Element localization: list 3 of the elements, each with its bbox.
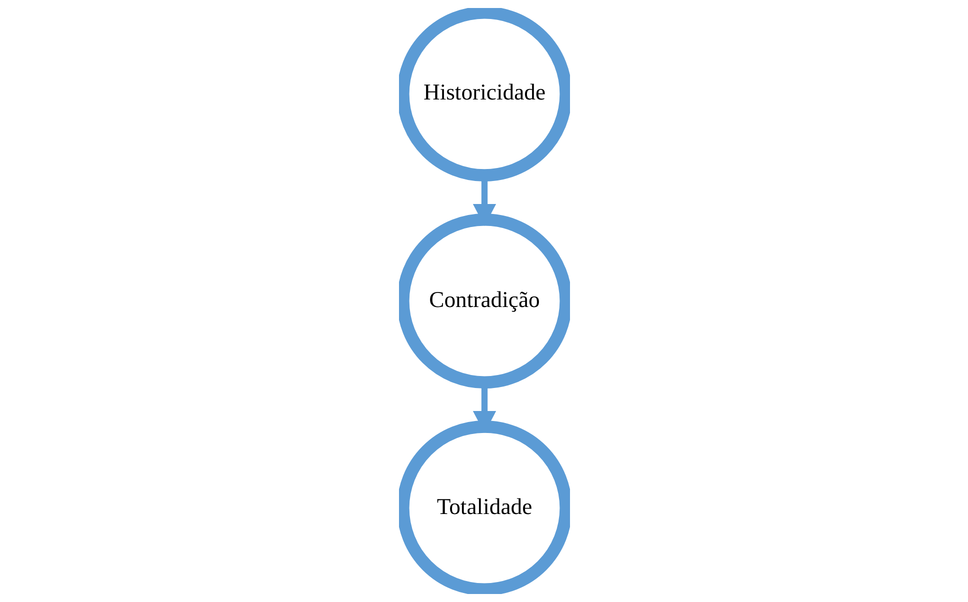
node-circle: Totalidade <box>398 420 570 594</box>
node-circle: Historicidade <box>398 8 570 182</box>
node-circle: Contradição <box>398 213 570 389</box>
